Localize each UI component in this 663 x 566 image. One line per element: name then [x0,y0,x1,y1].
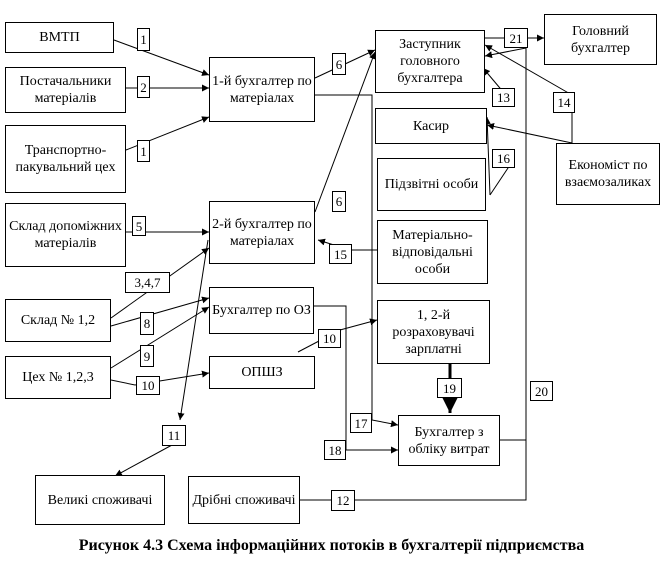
flow-label-2: 2 [137,76,150,98]
arrow-17 [371,419,399,428]
arrow-accountable-cashier [483,116,491,196]
node-deputy: Заступник головного бухгалтера [375,30,485,93]
figure-caption: Рисунок 4.3 Схема інформаційних потоків … [78,537,585,554]
node-acc-fa: Бухгалтер по ОЗ [209,287,314,334]
node-small-consumers: Дрібні споживачі [188,476,300,524]
node-accountable: Підзвітні особи [377,158,486,211]
arrow-shop-opsh [110,370,210,386]
node-cashier: Касир [375,108,487,144]
node-vmtp: ВМТП [5,22,114,53]
node-shop123: Цех № 1,2,3 [5,356,111,399]
node-opsh: ОПШЗ [209,356,315,389]
node-aux-warehouse: Склад допоміжних матеріалів [5,203,126,267]
node-transport: Транспортно-пакувальний цех [5,125,126,193]
line-fa-cost [314,305,398,454]
flow-label-5: 5 [132,216,146,236]
flow-label-11: 11 [162,425,186,446]
line-acc1-right [315,94,373,420]
arrow-big-consumers [177,239,209,421]
flow-label-20: 20 [530,381,553,401]
flow-label-1a: 1 [137,28,150,51]
node-big-consumers: Великі споживачі [35,475,165,525]
flow-label-347: 3,4,7 [125,272,170,293]
arrow-warehouse-fa [110,296,210,327]
arrow-economist-cashier [486,123,573,144]
flow-label-13: 13 [492,88,515,107]
flow-label-10a: 10 [136,376,160,395]
flow-label-6a: 6 [332,53,346,75]
node-economist: Економіст по взаємозаликах [556,143,660,205]
node-responsible: Матеріально-відповідальні особи [377,220,488,284]
arrow-cost-deputy [484,47,527,441]
node-cost-acc: Бухгалтер з обліку витрат [398,415,500,466]
arrow-11-to-big [114,444,173,477]
flow-label-21: 21 [504,28,528,48]
node-acc2: 2-й бухгалтер по матеріалах [209,201,315,264]
flow-label-16: 16 [492,149,515,168]
node-acc1: 1-й бухгалтер по матеріалах [209,57,315,122]
line-small-consumers [300,440,527,501]
flow-label-10b: 10 [318,329,341,348]
flow-label-9: 9 [140,345,154,367]
line-16 [489,164,511,196]
flow-label-17: 17 [350,413,372,433]
arrow-acc2-deputy [314,51,376,213]
flow-label-1b: 1 [137,140,150,162]
flow-label-8: 8 [140,312,154,335]
node-payroll: 1, 2-й розраховувачі зарплатні [377,300,490,364]
node-suppliers: Постачальники матеріалів [5,67,126,113]
flow-label-15: 15 [329,244,352,264]
node-warehouse12: Склад № 1,2 [5,299,111,342]
flow-label-12: 12 [331,490,355,511]
flow-label-14: 14 [553,92,575,113]
flow-label-6b: 6 [332,191,346,212]
arrow-vmtp-acc1 [113,39,210,76]
flow-label-18: 18 [324,440,346,460]
arrow-shop-fa [110,306,210,369]
node-chief: Головний бухгалтер [544,14,657,65]
flow-label-19: 19 [437,378,462,398]
